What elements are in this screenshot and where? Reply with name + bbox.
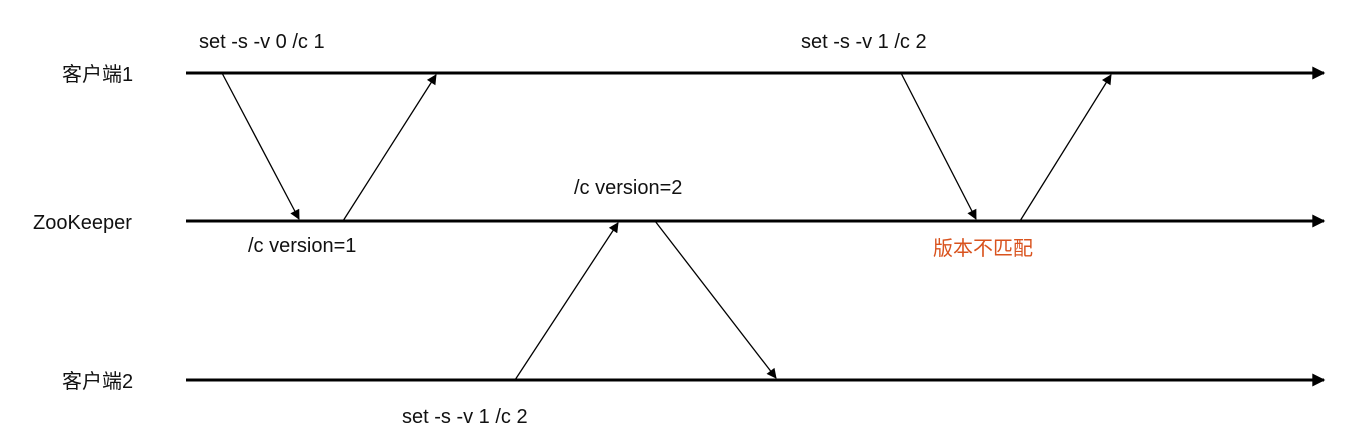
- client1-second-command: set -s -v 1 /c 2: [801, 31, 927, 53]
- arrow-client2-set-to-zk: [514, 222, 619, 381]
- zk-version-mismatch-label: 版本不匹配: [933, 238, 1033, 260]
- lane-label-client1: 客户端1: [62, 64, 134, 86]
- client2-command: set -s -v 1 /c 2: [402, 406, 528, 428]
- zk-version1-label: /c version=1: [248, 235, 357, 257]
- zk-version2-label: /c version=2: [574, 177, 683, 199]
- lane-label-zookeeper: ZooKeeper: [33, 212, 132, 234]
- arrow-zk-response-to-client2: [654, 220, 777, 379]
- arrow-client1-set-to-zk: [221, 72, 300, 220]
- lane-label-client2: 客户端2: [62, 371, 134, 393]
- arrow-zk-response-to-client1: [342, 74, 437, 222]
- arrow-client1-second-set-to-zk: [900, 72, 977, 220]
- arrow-zk-mismatch-to-client1: [1019, 74, 1112, 222]
- client1-first-command: set -s -v 0 /c 1: [199, 31, 325, 53]
